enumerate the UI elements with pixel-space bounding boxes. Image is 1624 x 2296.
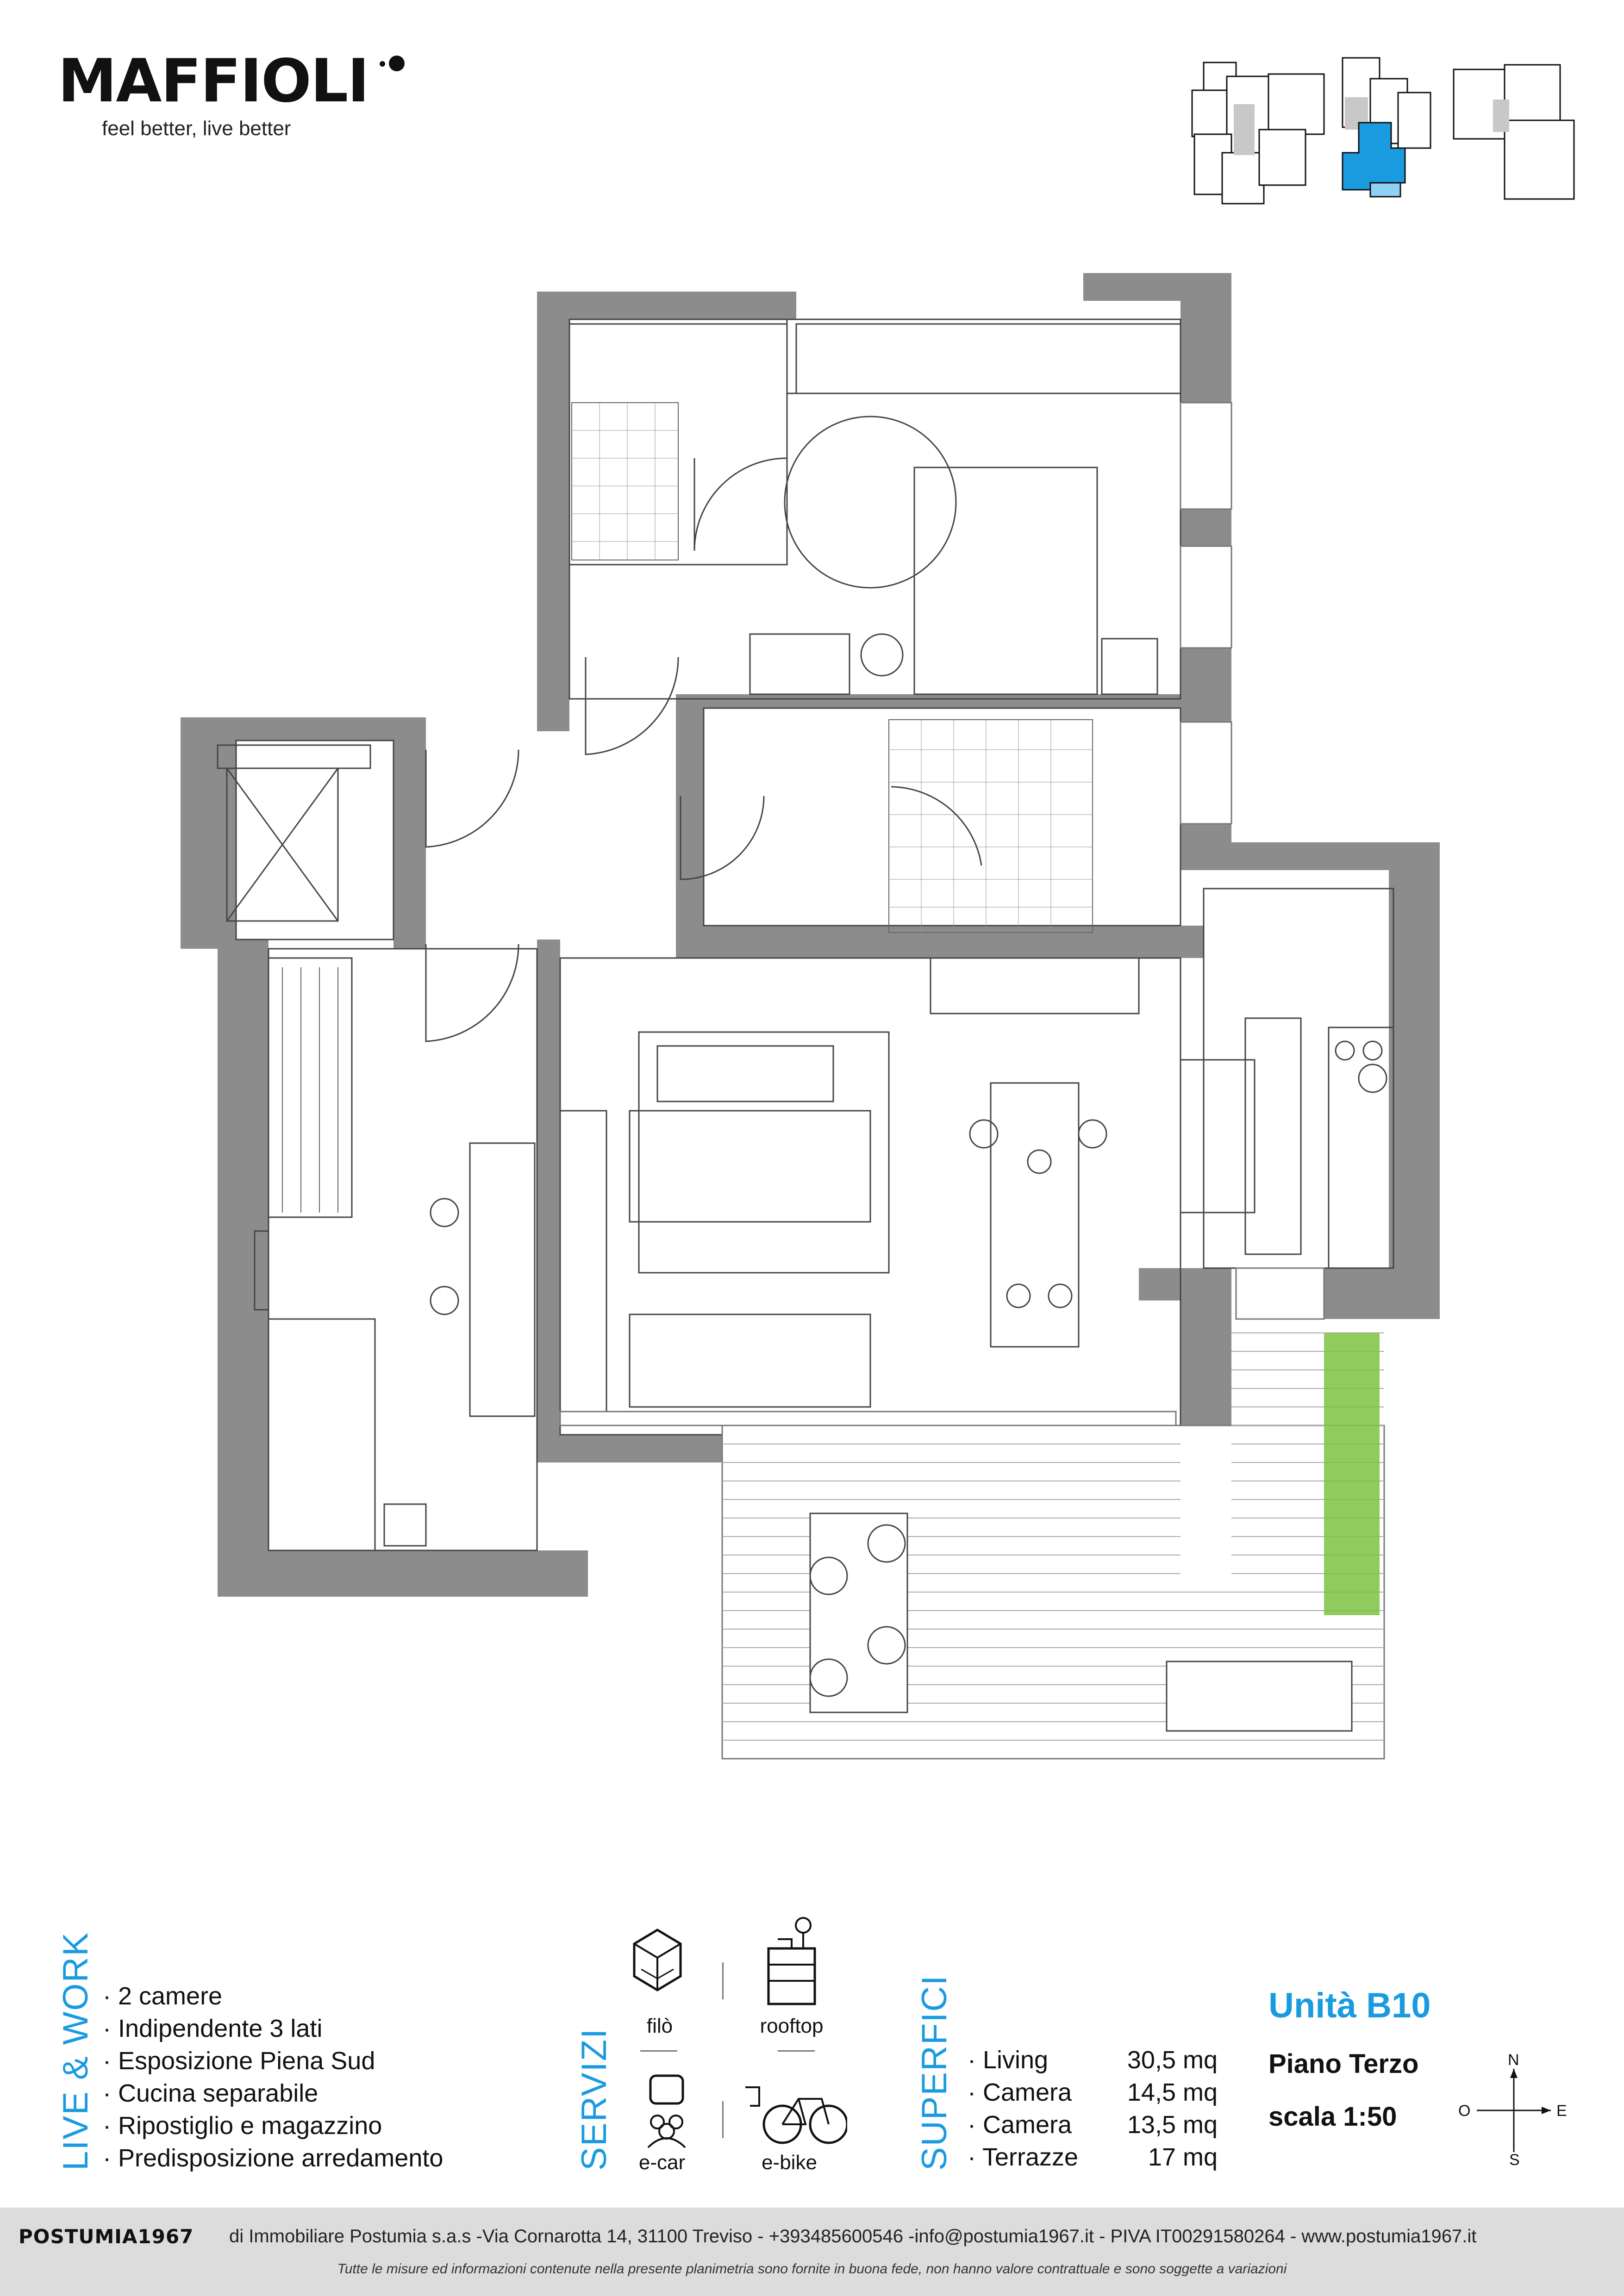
terrace-deck [721, 1332, 1385, 1760]
compass-icon [1477, 2069, 1551, 2152]
filo-room-icon [633, 1929, 682, 1991]
brand-logo: MAFFIOLI [58, 47, 369, 116]
footer-contact: di Immobiliare Postumia s.a.s -Via Corna… [229, 2226, 1477, 2246]
compass-e: E [1556, 2102, 1567, 2120]
footer-bar [0, 2208, 1624, 2296]
unit-scale: scala 1:50 [1268, 2102, 1397, 2132]
living-furniture [559, 957, 1140, 1412]
area-name: · Camera [968, 2078, 1072, 2106]
divider [722, 2101, 724, 2138]
servizi-title: SERVIZI [575, 2028, 614, 2171]
doors [425, 457, 982, 1042]
feature-item: · 2 camere [103, 1982, 223, 2010]
rooftop-icon [767, 1917, 816, 2005]
divider [778, 2050, 815, 2052]
feature-item: · Ripostiglio e magazzino [103, 2112, 382, 2140]
unit-floor: Piano Terzo [1268, 2049, 1419, 2079]
feature-item: · Predisposizione arredamento [103, 2144, 443, 2172]
compass-o: O [1458, 2102, 1471, 2120]
compass-s: S [1509, 2151, 1520, 2169]
area-value: 17 mq [1148, 2143, 1218, 2171]
service-label-e-car: e-car [638, 2151, 686, 2174]
e-car-icon [647, 2074, 686, 2148]
footer-brand: POSTUMIA1967 [19, 2225, 194, 2248]
walls [181, 273, 1440, 1597]
service-label-e-bike: e-bike [762, 2151, 817, 2174]
planter-green [1324, 1333, 1380, 1615]
area-name: · Terrazze [968, 2143, 1079, 2171]
divider [640, 2050, 677, 2052]
unit-title: Unità B10 [1268, 1986, 1431, 2025]
service-label-rooftop: rooftop [760, 2015, 824, 2037]
area-name: · Camera [968, 2111, 1072, 2139]
logo-small-dot-icon [380, 61, 385, 67]
area-name: · Living [968, 2046, 1049, 2074]
elevator [217, 744, 371, 922]
key-plan [1191, 57, 1575, 205]
bedroom-furniture [749, 323, 1181, 695]
area-value: 30,5 mq [1127, 2046, 1218, 2074]
service-label-filo: filò [646, 2015, 673, 2037]
compass-n: N [1508, 2051, 1519, 2069]
feature-item: · Cucina separabile [103, 2079, 319, 2107]
kitchen [1180, 1017, 1394, 1269]
area-value: 14,5 mq [1127, 2078, 1218, 2106]
footer-disclaimer: Tutte le misure ed informazioni contenut… [337, 2261, 1287, 2277]
live-work-title: LIVE & WORK [56, 1931, 95, 2171]
feature-item: · Indipendente 3 lati [103, 2015, 323, 2042]
brand-tagline: feel better, live better [102, 117, 291, 140]
area-value: 13,5 mq [1127, 2111, 1218, 2139]
logo-dot-icon [389, 56, 405, 71]
feature-item: · Esposizione Piena Sud [103, 2047, 375, 2075]
divider [722, 1962, 724, 1999]
study-furniture [254, 957, 536, 1551]
superfici-title: SUPERFICI [915, 1974, 954, 2171]
e-bike-icon [745, 2086, 847, 2144]
features-list: · 2 camere · Indipendente 3 lati · Espos… [103, 1980, 443, 2174]
bath-tiles [571, 402, 1093, 933]
